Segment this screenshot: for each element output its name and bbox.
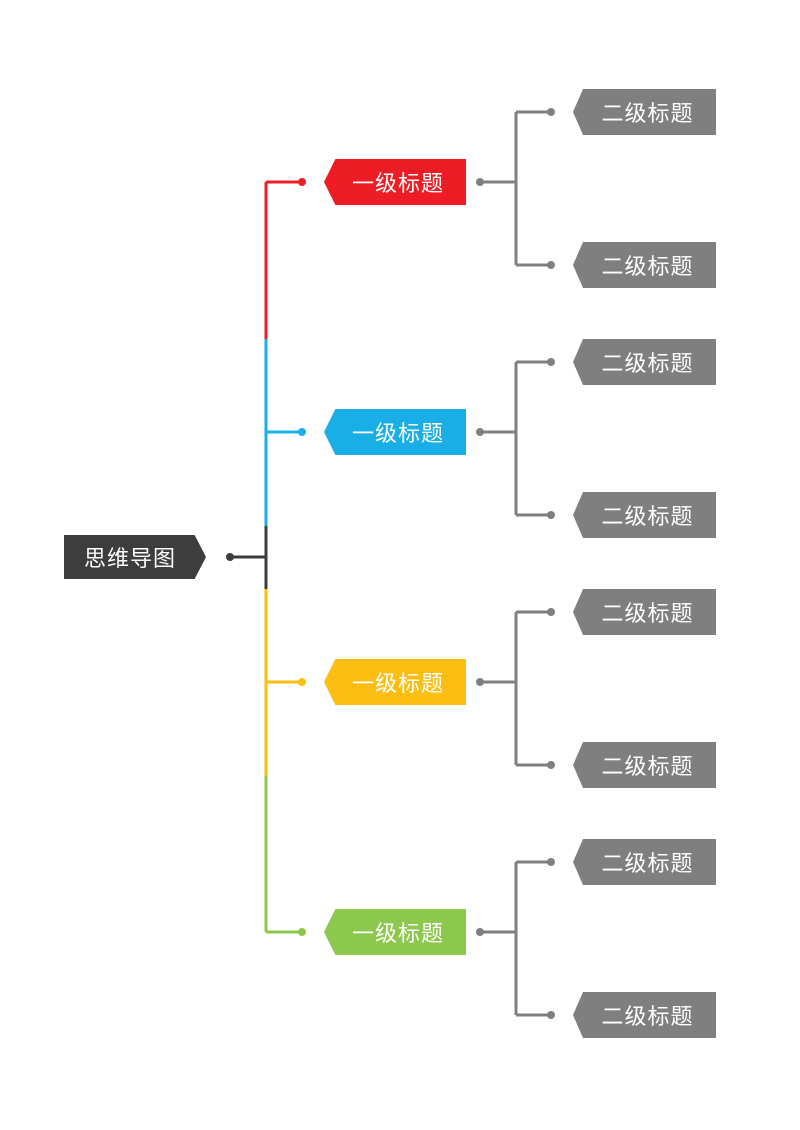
level2-label: 二级标题 [601, 755, 694, 780]
level2-label: 二级标题 [601, 505, 694, 530]
level2-node: 二级标题 [573, 589, 716, 635]
root-dot [226, 553, 234, 561]
level2-node: 二级标题 [573, 839, 716, 885]
level2-label: 二级标题 [601, 602, 694, 627]
level2-label: 二级标题 [601, 852, 694, 877]
branch-dot [298, 178, 306, 186]
level2-label: 二级标题 [601, 102, 694, 127]
sub-dot [547, 358, 555, 366]
sub-dot [547, 761, 555, 769]
level1-label: 一级标题 [351, 922, 444, 947]
level2-node: 二级标题 [573, 89, 716, 135]
branch-dot [298, 428, 306, 436]
level1-node: 一级标题 [324, 909, 466, 955]
level2-label: 二级标题 [601, 1005, 694, 1030]
level1-node: 一级标题 [324, 409, 466, 455]
branch-dot [298, 928, 306, 936]
sub-dot [547, 608, 555, 616]
level2-label: 二级标题 [601, 255, 694, 280]
branch-dot [298, 678, 306, 686]
root-node: 思维导图 [64, 535, 206, 579]
level2-label: 二级标题 [601, 352, 694, 377]
level2-node: 二级标题 [573, 992, 716, 1038]
level2-node: 二级标题 [573, 339, 716, 385]
sub-dot [547, 108, 555, 116]
sub-dot [547, 261, 555, 269]
level1-label: 一级标题 [351, 172, 444, 197]
sub-dot [547, 1011, 555, 1019]
sub-dot [547, 858, 555, 866]
level1-label: 一级标题 [351, 422, 444, 447]
level1-label: 一级标题 [351, 672, 444, 697]
level2-node: 二级标题 [573, 492, 716, 538]
root-label: 思维导图 [83, 547, 176, 572]
level2-node: 二级标题 [573, 742, 716, 788]
level2-node: 二级标题 [573, 242, 716, 288]
sub-dot [547, 511, 555, 519]
level1-node: 一级标题 [324, 159, 466, 205]
level1-node: 一级标题 [324, 659, 466, 705]
